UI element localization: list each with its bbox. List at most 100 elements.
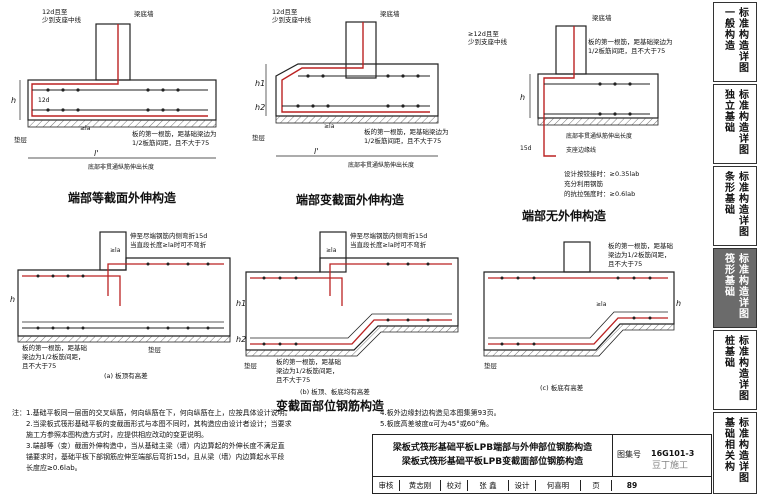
d6-h-label: h — [676, 299, 681, 308]
d1-la-label: ≥la — [80, 125, 91, 132]
tab-foundation-related[interactable]: 标准构造详图 基础相关构 — [713, 412, 757, 494]
d2-cushion-label: 垫层 — [252, 133, 266, 142]
note-line: 注：1.基础平板同一层面的交叉纵筋，何向纵筋在下，何向纵筋在上，应按具体设计说明… — [12, 409, 292, 417]
title-block: 梁板式筏形基础平板LPB端部与外伸部位钢筋构造 梁板式筏形基础平板LPB变截面部… — [372, 434, 712, 494]
tab-strip-foundation[interactable]: 标准构造详图 条形基础 — [713, 166, 757, 246]
d3-support-label: 支座边缘线 — [566, 146, 596, 154]
d1-12d-label-b: 少到支座中线 — [42, 15, 82, 24]
d3-note-label: 底部非贯通纵筋伸出长度 — [566, 132, 632, 140]
d1-h-label: h — [11, 96, 16, 105]
tab-general[interactable]: 标准构造详图 一般构造 — [713, 2, 757, 82]
title-line-1: 梁板式筏形基础平板LPB端部与外伸部位钢筋构造 — [392, 443, 593, 453]
d3-bar-label-b: 1/2板筋间距，且不大于75 — [588, 46, 665, 55]
d4-la-label: ≥la — [110, 247, 121, 254]
sidebar: 标准构造详图 一般构造 标准构造详图 独立基础 标准构造详图 条形基础 标准构造… — [713, 2, 757, 494]
d2-note-label: 底部非贯通纵筋伸出长度 — [348, 161, 414, 169]
d6-bar-label-c: 且不大于75 — [608, 259, 642, 268]
d1-lprime-label: l' — [94, 149, 98, 158]
d3-12d-label: ≥12d且至 — [468, 30, 499, 38]
note-line: 4.板外边缘封边构造见本图集第93页。 — [380, 409, 501, 417]
d4-caption: (a) 板顶有高差 — [104, 371, 148, 380]
note-line: 2.当梁板式筏形基础平板的变截面形式与本图不同时，其构造应由设计者设计；当要求 — [26, 420, 292, 428]
d2-caption: 端部变截面外伸构造 — [296, 192, 405, 207]
d3-15d-label: 15d — [520, 145, 532, 152]
d5-cushion-label: 垫层 — [244, 361, 258, 370]
d6-cushion-label: 垫层 — [484, 361, 498, 370]
d1-12d-vertical: 12d — [38, 97, 50, 104]
d6-la-label: ≥la — [596, 301, 607, 308]
diagram-bottom-level-difference: h ≥la 板的第一根筋，距基础 梁边为1/2板筋间距， 且不大于75 垫层 (… — [483, 241, 681, 392]
d3-bar-label: 板的第一根筋，距基础梁边为 — [588, 37, 673, 46]
sig-label: 页 — [581, 480, 612, 491]
note-line: 锚要求时，基础平板下部钢筋应伸至端部后弯折15d，且从梁（墙）内边算起水平段 — [26, 453, 285, 461]
sig-name: 何喜明 — [536, 480, 581, 491]
d3-design-2: 充分利用钢筋 — [564, 179, 604, 188]
d6-caption: (c) 板底有高差 — [540, 383, 584, 392]
d1-beam-side-label: 梁底墙 — [134, 9, 154, 18]
diagram-end-no-extension: h 15d ≥12d且至 少到支座中线 梁底墙 板的第一根筋，距基础梁边为 1/… — [468, 13, 673, 223]
d3-h-label: h — [520, 93, 525, 102]
d6-bar-label-b: 梁边为1/2板筋间距， — [608, 250, 670, 259]
note-line: 施工方参照本图构造方式时，应提供相应改动的变更说明。 — [26, 431, 208, 439]
d2-12d-label-b: 少到支座中线 — [272, 15, 312, 24]
d1-bar-label: 板的第一根筋，距基础梁边为 — [132, 129, 217, 138]
d1-12d-label: 12d且至 — [42, 8, 68, 16]
d1-cushion-label: 垫层 — [14, 135, 28, 144]
d4-top-label-b: 当直段长度≥la时可不弯折 — [130, 240, 207, 249]
diagram-top-bottom-level-difference: h1 h2 ≥la 伸至尽端钢筋内侧弯折15d 当直段长度≥la时可不弯折 板的… — [236, 231, 459, 413]
atlas-number: 16G101-3 — [651, 449, 695, 458]
tab-independent-foundation[interactable]: 标准构造详图 独立基础 — [713, 84, 757, 164]
d3-design-3: 的抗拉强度时：≥0.6lab — [564, 189, 635, 198]
signature-row: 审核 黄志刚 校对 张 鑫 设计 何喜明 页 89 — [373, 477, 711, 494]
d5-bar-label-b: 梁边为1/2板筋间距， — [276, 366, 338, 375]
d3-caption: 端部无外伸构造 — [522, 208, 607, 223]
diagram-top-level-difference: h ≥la 伸至尽端钢筋内侧弯折15d 当直段长度≥la时可不弯折 板的第一根筋… — [10, 231, 231, 380]
note-line: 5.板底高差坡度α可为45°或60°角。 — [380, 420, 494, 428]
d2-lprime-label: l' — [314, 147, 318, 156]
notes-left: 注：1.基础平板同一层面的交叉纵筋，何向纵筋在下，何向纵筋在上，应按具体设计说明… — [12, 408, 360, 474]
note-line: 长度应≥0.6lab。 — [26, 464, 82, 472]
d5-la-label: ≥la — [326, 247, 337, 254]
sig-name: 黄志刚 — [400, 480, 441, 491]
title-line-2: 梁板式筏形基础平板LPB变截面部位钢筋构造 — [401, 457, 584, 467]
d3-12d-label-b: 少到支座中线 — [468, 37, 508, 46]
d6-bar-label: 板的第一根筋，距基础 — [608, 241, 674, 250]
note-line: 3.端部等（变）截面外伸构造中，当从基础主梁（墙）内边算起的外伸长度不满足直 — [26, 442, 285, 450]
d4-h-label: h — [10, 295, 15, 304]
group-caption: 变截面部位钢筋构造 — [276, 398, 385, 413]
tab-pile-foundation[interactable]: 标准构造详图 桩基础 — [713, 330, 757, 410]
d5-h2-label: h2 — [236, 335, 246, 344]
d2-la-label: ≥la — [324, 123, 335, 130]
atlas-label: 图集号 — [617, 450, 641, 459]
d2-h2-label: h2 — [255, 103, 265, 112]
d3-beam-side-label: 梁底墙 — [592, 13, 612, 22]
d3-design-1: 设计按铰接时：≥0.35lab — [564, 169, 639, 178]
d5-top-label: 伸至尽端钢筋内侧弯折15d — [350, 231, 427, 240]
sig-label: 校对 — [441, 480, 468, 491]
d2-h1-label: h1 — [255, 79, 265, 88]
d2-beam-side-label: 梁底墙 — [380, 9, 400, 18]
d4-bar-label-c: 且不大于75 — [22, 361, 56, 370]
d4-bar-label: 板的第一根筋，距基础 — [22, 343, 88, 352]
d4-bar-label-b: 梁边为1/2板筋间距， — [22, 352, 84, 361]
d5-bar-label-c: 且不大于75 — [276, 375, 310, 384]
watermark: 豆丁施工 — [652, 461, 689, 471]
tab-raft-foundation[interactable]: 标准构造详图 筏形基础 — [713, 248, 757, 328]
drawing-sheet: h 12d l' ≥la 12d且至 少到支座中线 梁底墙 板的第一根筋，距基础… — [10, 8, 681, 413]
notes-right: 4.板外边缘封边构造见本图集第93页。 5.板底高差坡度α可为45°或60°角。 — [380, 408, 700, 430]
d4-top-label: 伸至尽端钢筋内侧弯折15d — [130, 231, 207, 240]
sig-label: 设计 — [509, 480, 536, 491]
d2-12d-label: 12d且至 — [272, 8, 298, 16]
sig-label: 审核 — [373, 480, 400, 491]
page-number: 89 — [626, 481, 638, 490]
d2-bar-label: 板的第一根筋，距基础梁边为 — [364, 127, 449, 136]
d5-h1-label: h1 — [236, 299, 246, 308]
d5-top-label-b: 当直段长度≥la时可不弯折 — [350, 240, 427, 249]
sig-name: 张 鑫 — [468, 480, 509, 491]
d1-bar-label-b: 1/2板筋间距，且不大于75 — [132, 138, 209, 147]
d5-caption: (b) 板顶、板底均有高差 — [300, 387, 370, 396]
diagram-end-equal-section: h 12d l' ≥la 12d且至 少到支座中线 梁底墙 板的第一根筋，距基础… — [11, 8, 217, 205]
d4-cushion-label: 垫层 — [148, 345, 162, 354]
d1-caption: 端部等截面外伸构造 — [68, 190, 177, 205]
d5-bar-label: 板的第一根筋，距基础 — [276, 357, 342, 366]
